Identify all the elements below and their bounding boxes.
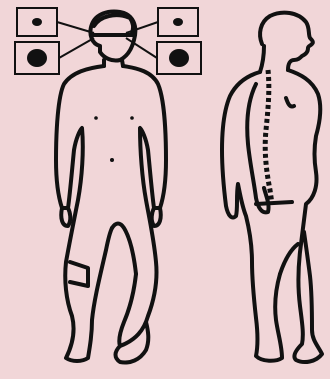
front-right-nipple	[130, 116, 134, 120]
pupil-small-left	[32, 18, 42, 26]
pupil-large-left	[27, 49, 47, 67]
pupil-small-right	[173, 18, 183, 26]
pupil-large-right	[169, 49, 189, 67]
front-left-nipple	[94, 116, 98, 120]
front-navel	[110, 158, 114, 162]
